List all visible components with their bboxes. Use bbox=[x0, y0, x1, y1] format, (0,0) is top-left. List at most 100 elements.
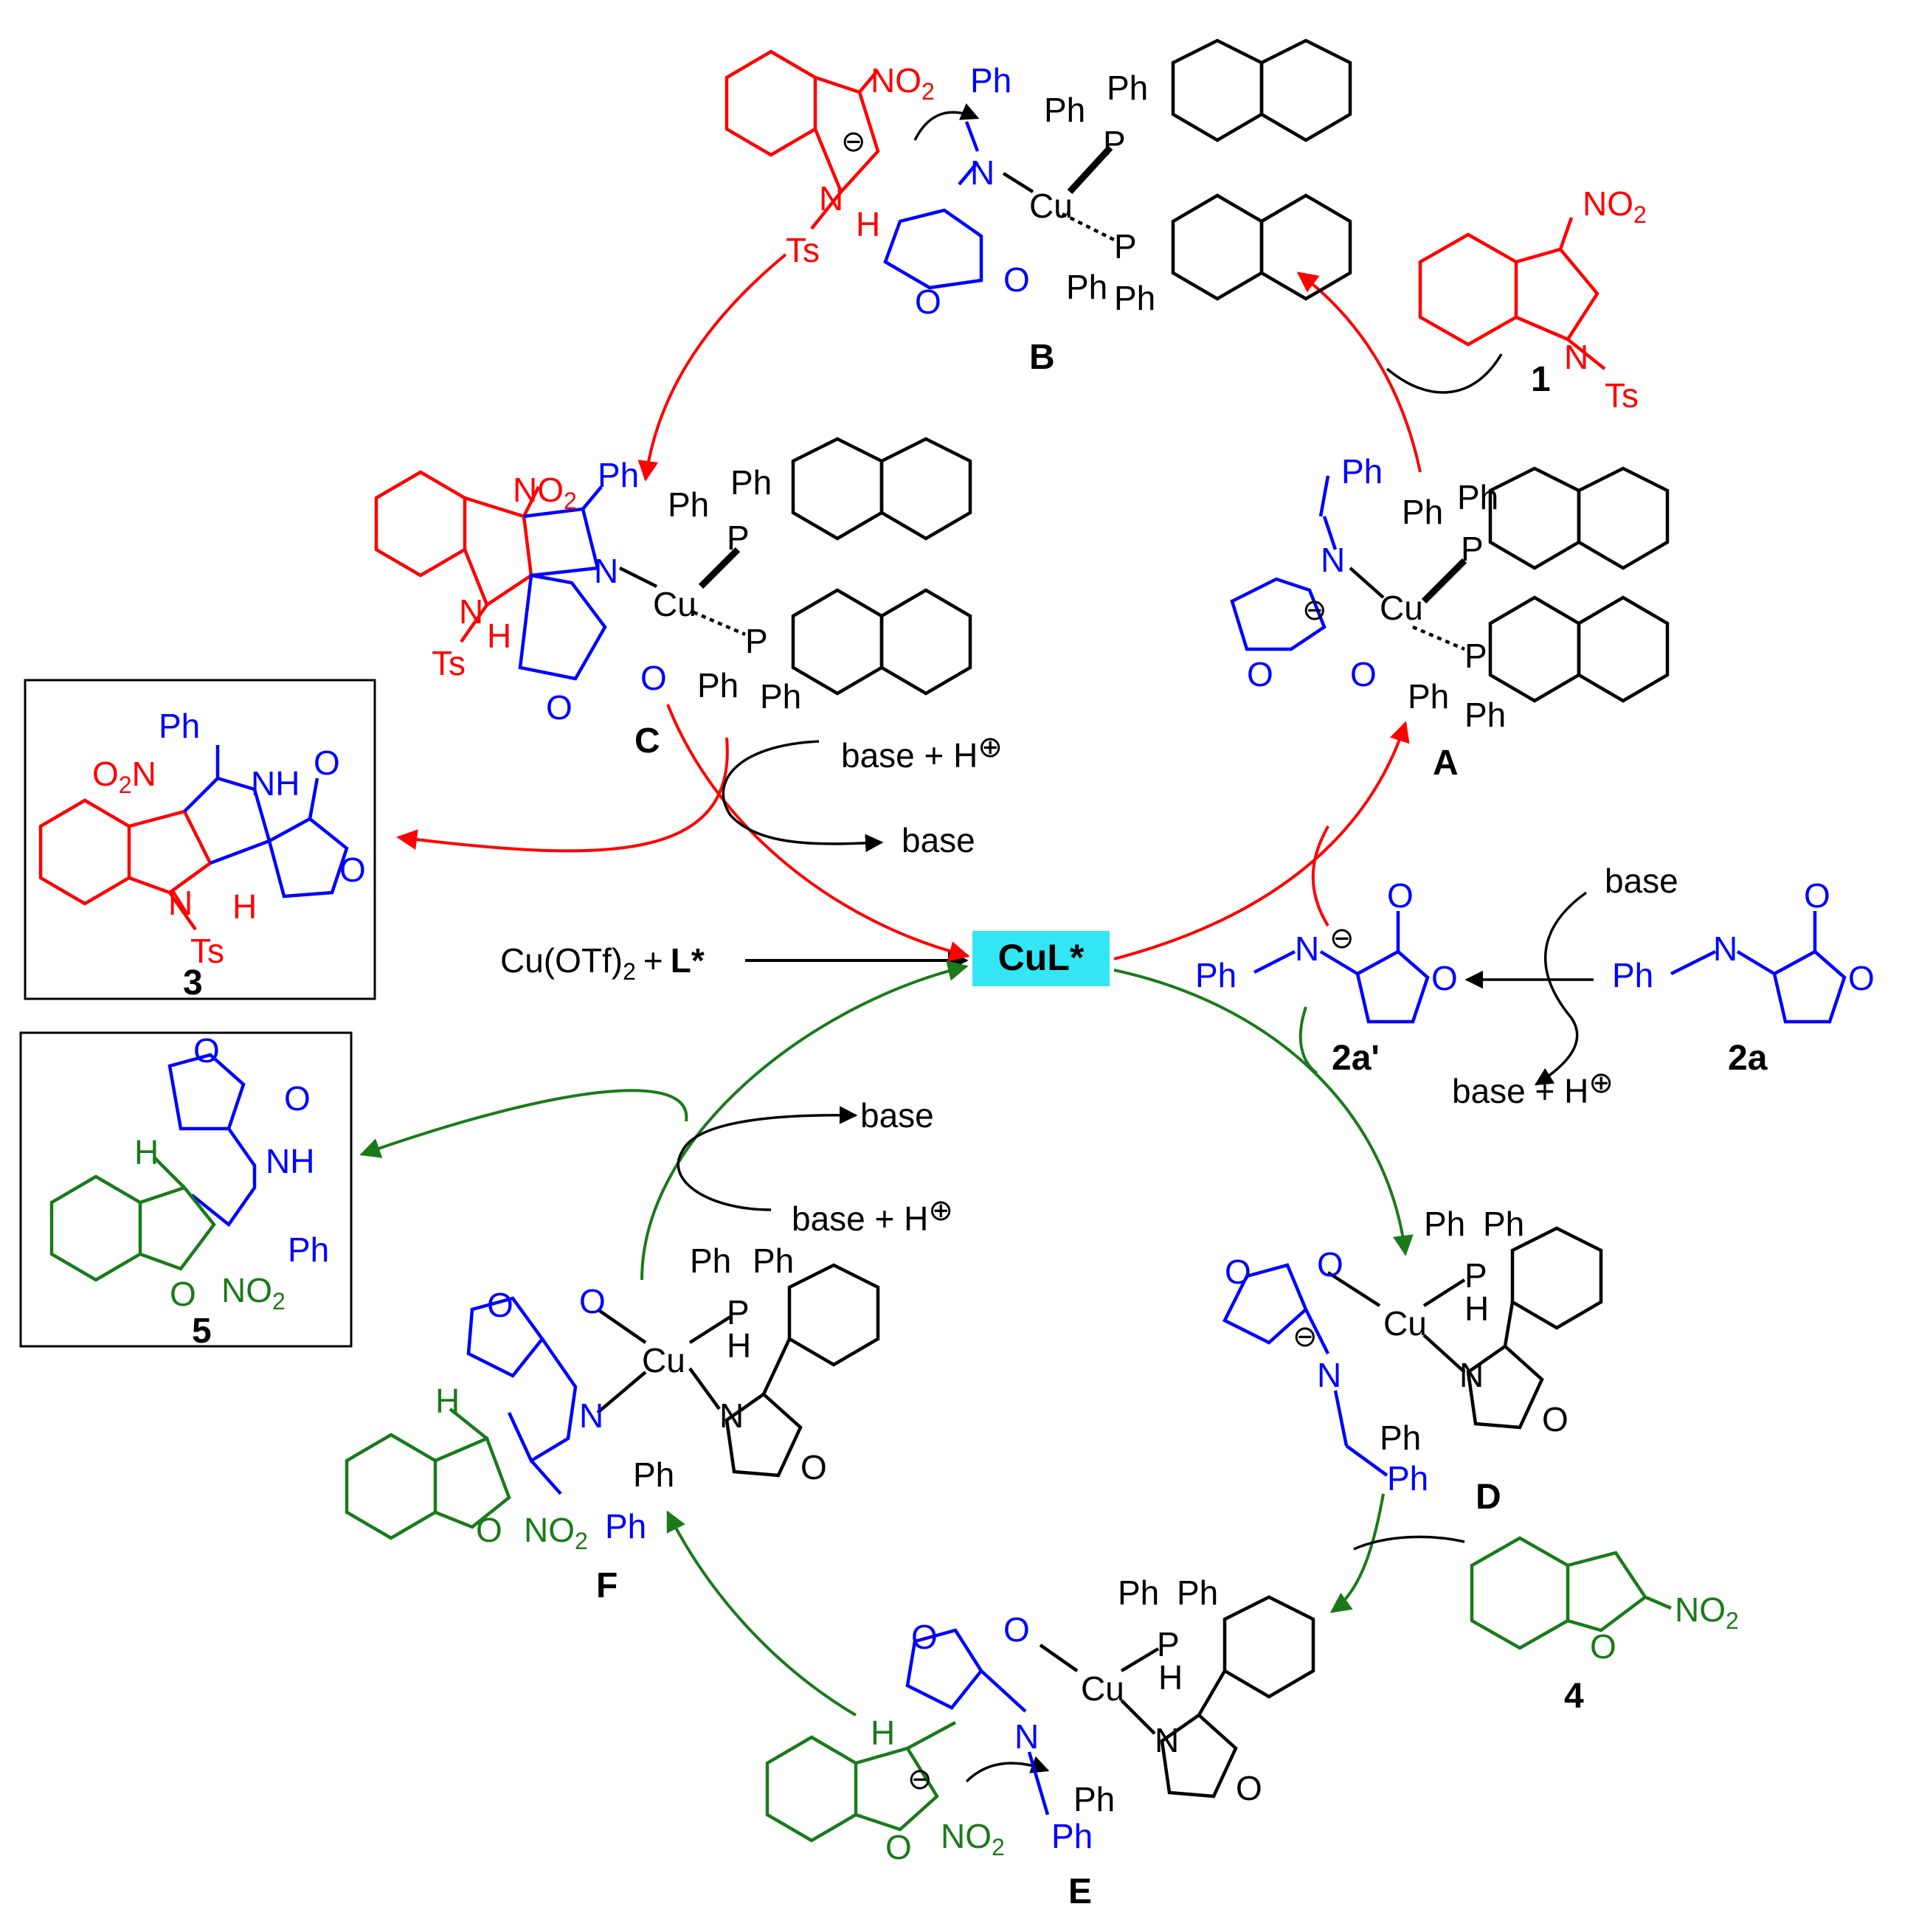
svg-text:⊖: ⊖ bbox=[841, 125, 866, 158]
arrow-base-h-in-lower bbox=[677, 1106, 858, 1211]
svg-text:Ph: Ph bbox=[159, 707, 200, 745]
arrow-F-to-cat bbox=[640, 960, 969, 1281]
compound-1-structure bbox=[1418, 217, 1606, 370]
svg-text:H: H bbox=[1158, 1658, 1183, 1697]
svg-text:Ph: Ph bbox=[633, 1455, 674, 1494]
green-cycle-arrows bbox=[359, 960, 1414, 1717]
svg-text:O: O bbox=[314, 744, 340, 782]
svg-text:Ph: Ph bbox=[1195, 956, 1237, 994]
compound-2a-number: 2a bbox=[1728, 1039, 1768, 1078]
label-base-lower: base bbox=[860, 1096, 934, 1135]
svg-text:H: H bbox=[727, 1326, 751, 1365]
svg-text:N: N bbox=[1564, 338, 1588, 376]
svg-text:Ph: Ph bbox=[288, 1230, 329, 1269]
svg-text:O: O bbox=[579, 1282, 606, 1320]
compound-2a-prime-number: 2a' bbox=[1332, 1039, 1380, 1078]
svg-text:N: N bbox=[594, 552, 618, 590]
arrow-1-to-B bbox=[1386, 353, 1503, 394]
intermediate-A-label: A bbox=[1433, 744, 1459, 783]
svg-text:Ph: Ph bbox=[1612, 956, 1653, 994]
compound-4-number: 4 bbox=[1564, 1677, 1584, 1716]
svg-text:O: O bbox=[284, 1079, 311, 1118]
reagent-arrows bbox=[677, 103, 1594, 1783]
svg-text:O: O bbox=[1317, 1245, 1343, 1284]
svg-text:Ts: Ts bbox=[786, 231, 820, 269]
svg-text:P: P bbox=[1157, 1625, 1180, 1663]
arrow-A-to-B bbox=[1296, 271, 1422, 473]
intermediate-F: O O H N O NO2 Ph Cu Ph Ph P H N O Ph F bbox=[345, 1242, 880, 1605]
svg-text:Ph: Ph bbox=[970, 61, 1011, 100]
svg-text:O: O bbox=[1003, 260, 1030, 299]
svg-text:O: O bbox=[193, 1031, 220, 1070]
svg-text:Ph: Ph bbox=[1044, 91, 1085, 129]
svg-text:N: N bbox=[719, 1396, 744, 1435]
product-5-box bbox=[19, 1031, 353, 1348]
catalyst-box bbox=[972, 931, 1110, 986]
label-base-h-lower: base + H⊕ bbox=[792, 1194, 953, 1238]
svg-text:O: O bbox=[1003, 1610, 1030, 1649]
arrow-2a-prime-to-A bbox=[1311, 825, 1329, 927]
reagent-labels: base + H⊕ base base base + H⊕ base base … bbox=[792, 731, 1678, 1238]
arrow-C-to-cat bbox=[666, 704, 970, 962]
intermediate-F-label: F bbox=[596, 1566, 618, 1605]
compound-4-structure bbox=[1470, 1536, 1672, 1650]
svg-text:Cu: Cu bbox=[653, 585, 696, 623]
arrow-base-h-in-upper bbox=[722, 740, 884, 853]
svg-text:P: P bbox=[727, 1293, 750, 1332]
svg-text:Ph: Ph bbox=[697, 666, 739, 704]
svg-text:Ph: Ph bbox=[753, 1242, 794, 1280]
svg-text:N: N bbox=[168, 884, 193, 922]
compound-2a-labels: Ph N O O 2a bbox=[1612, 876, 1875, 1078]
svg-text:P: P bbox=[1114, 227, 1137, 266]
label-base-upper: base bbox=[902, 821, 975, 859]
svg-text:O: O bbox=[1236, 1769, 1262, 1807]
arrow-C-to-3 bbox=[396, 737, 729, 853]
compound-1-number: 1 bbox=[1531, 360, 1551, 399]
svg-text:Cu: Cu bbox=[1081, 1669, 1124, 1708]
intermediate-D: O O ⊖ N Ph Cu Ph Ph P H N O Ph D bbox=[1222, 1205, 1603, 1517]
svg-text:O: O bbox=[1247, 655, 1273, 693]
svg-text:⊖: ⊖ bbox=[907, 1763, 933, 1796]
svg-text:P: P bbox=[727, 519, 750, 557]
svg-text:NO2: NO2 bbox=[524, 1511, 588, 1554]
catalyst-node: CuL* bbox=[972, 931, 1110, 986]
svg-text:Ph: Ph bbox=[1464, 696, 1506, 734]
svg-text:H: H bbox=[232, 887, 257, 926]
svg-text:N: N bbox=[579, 1396, 603, 1435]
intermediate-A: Ph N ⊖ O O Cu Ph Ph P P Ph Ph A bbox=[1230, 452, 1670, 783]
svg-text:O: O bbox=[911, 1618, 938, 1656]
svg-text:Ph: Ph bbox=[1073, 1780, 1115, 1818]
svg-text:O: O bbox=[800, 1448, 827, 1486]
label-base-h-2a: base + H⊕ bbox=[1452, 1067, 1614, 1110]
svg-text:O: O bbox=[339, 851, 366, 889]
catalyst-feed: Cu(OTf)2+L* bbox=[500, 941, 969, 985]
svg-text:Ph: Ph bbox=[1424, 1205, 1465, 1243]
svg-text:Cu: Cu bbox=[642, 1341, 685, 1379]
svg-text:P: P bbox=[745, 622, 768, 660]
svg-text:P: P bbox=[1461, 530, 1484, 568]
intermediate-B-label: B bbox=[1029, 338, 1055, 377]
svg-text:Cu: Cu bbox=[1383, 1304, 1427, 1343]
catalyst-label: CuL* bbox=[998, 937, 1085, 978]
svg-text:O: O bbox=[1387, 876, 1414, 915]
svg-text:NO2: NO2 bbox=[941, 1817, 1005, 1860]
svg-text:Ph: Ph bbox=[605, 1507, 646, 1545]
arrow-B-nucleophilic bbox=[913, 103, 980, 141]
svg-text:Ph: Ph bbox=[730, 463, 772, 502]
product-3-number: 3 bbox=[183, 963, 203, 1003]
label-base-2a: base bbox=[1605, 862, 1678, 900]
arrow-2a-prime-to-D bbox=[1298, 1006, 1318, 1075]
svg-text:O: O bbox=[1590, 1627, 1616, 1666]
svg-text:Ph: Ph bbox=[1483, 1205, 1524, 1243]
svg-text:Ts: Ts bbox=[432, 644, 466, 682]
intermediate-E-label: E bbox=[1068, 1872, 1092, 1911]
svg-text:N: N bbox=[1321, 541, 1345, 579]
svg-text:N: N bbox=[819, 179, 843, 218]
svg-text:O: O bbox=[1804, 876, 1830, 915]
svg-text:N: N bbox=[1014, 1717, 1039, 1756]
svg-text:NO2: NO2 bbox=[513, 471, 577, 514]
arrow-4-to-E bbox=[1353, 1535, 1465, 1551]
svg-text:⊖: ⊖ bbox=[1302, 594, 1327, 626]
svg-text:NH: NH bbox=[266, 1142, 314, 1180]
